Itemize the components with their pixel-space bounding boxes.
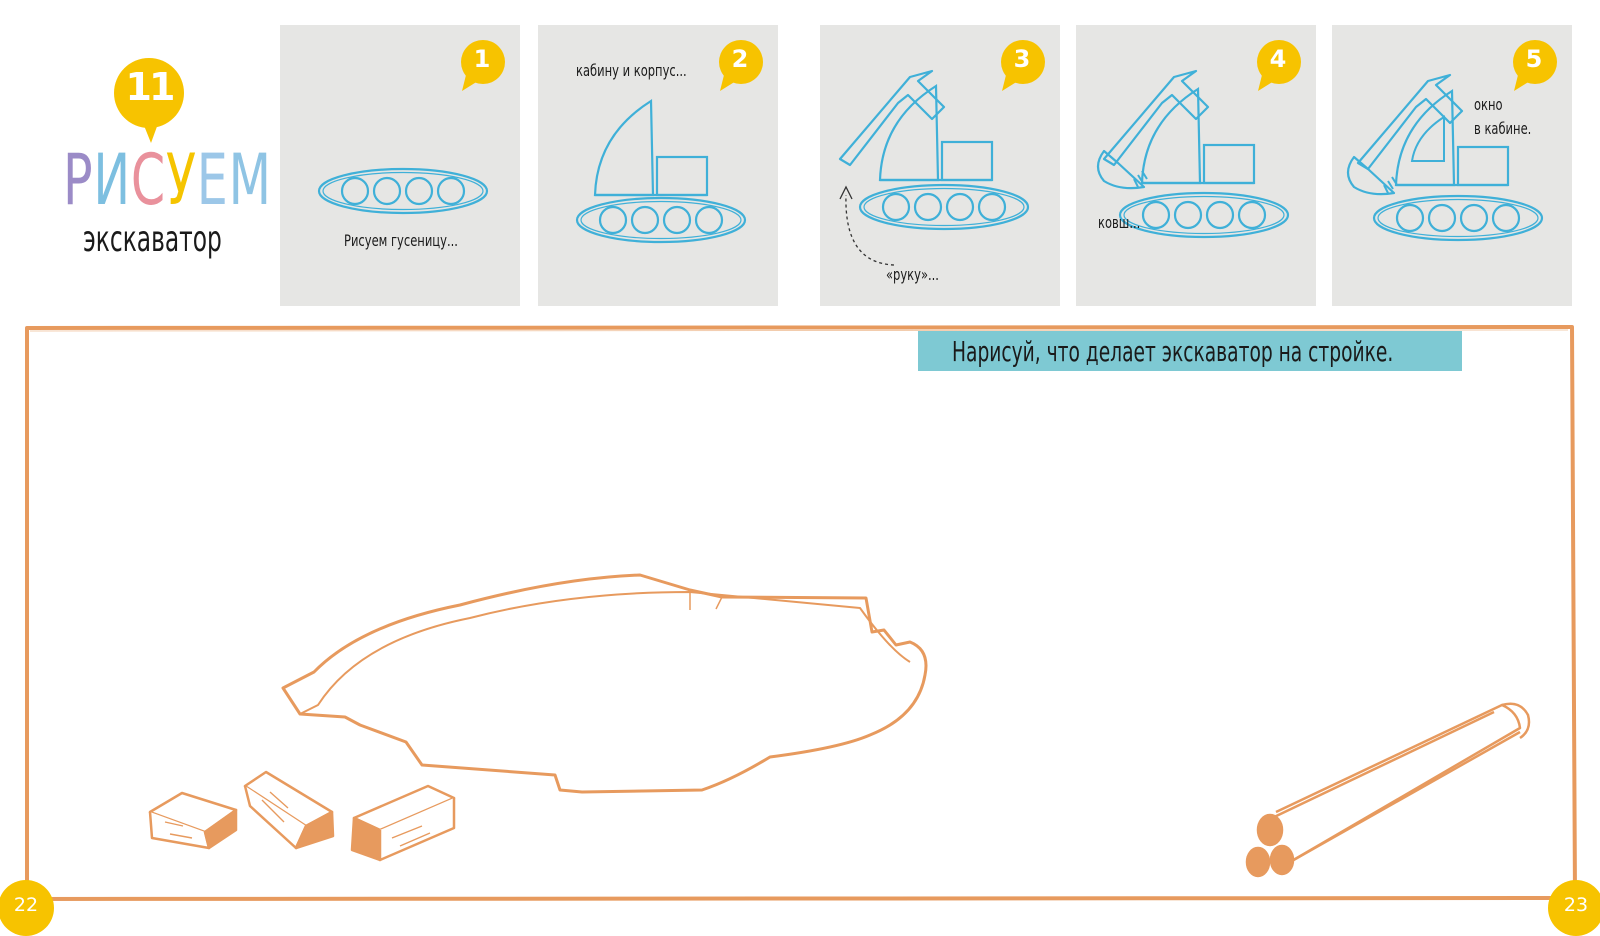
title-letter: Е: [196, 139, 229, 221]
logs: [1245, 702, 1531, 878]
step-3-drawing: [838, 69, 1030, 266]
step-number: 2: [731, 45, 749, 73]
step-caption: ковш...: [1098, 213, 1141, 232]
lesson-subtitle: экскаватор: [83, 219, 222, 260]
step-panel-1: 1 Рисуем гусеницу...: [280, 25, 520, 306]
lesson-title-block: 11 РИСУЕМ экскаватор: [55, 55, 271, 275]
lesson-title: РИСУЕМ: [63, 140, 272, 220]
page-number-right: 23: [1548, 880, 1600, 936]
step-caption-line-1: окно: [1474, 95, 1503, 114]
title-letter: У: [166, 139, 197, 221]
step-badge-4: 4: [1256, 39, 1302, 91]
lesson-number-bubble: 11: [113, 57, 185, 145]
step-5-drawing: [1346, 73, 1544, 242]
page-number-left: 22: [0, 880, 54, 936]
title-letter: Р: [63, 139, 94, 221]
step-panel-4: 4 ковш...: [1076, 25, 1316, 306]
page-number-text: 23: [1563, 894, 1589, 916]
step-number: 4: [1269, 45, 1287, 73]
step-caption: «руку»...: [886, 265, 939, 284]
step-number: 1: [473, 45, 491, 73]
step-caption-line-2: в кабине.: [1474, 119, 1532, 138]
step-badge-1: 1: [460, 39, 506, 91]
title-letter: М: [228, 139, 272, 221]
lesson-number: 11: [125, 65, 176, 109]
step-number: 3: [1013, 45, 1031, 73]
instruction-text: Нарисуй, что делает экскаватор на стройк…: [952, 335, 1394, 368]
step-panel-2: 2 кабину и корпус...: [538, 25, 778, 306]
step-badge-2: 2: [718, 39, 764, 91]
brick-3: [350, 784, 456, 862]
brick-1: [148, 791, 238, 850]
pit-outline: [281, 573, 928, 794]
step-panel-3: 3 «руку»...: [820, 25, 1060, 306]
step-badge-3: 3: [1000, 39, 1046, 91]
step-panel-5: 5 окно в кабине.: [1332, 25, 1572, 306]
step-caption: Рисуем гусеницу...: [344, 231, 458, 250]
title-letter: С: [130, 139, 167, 221]
step-caption: кабину и корпус...: [576, 61, 687, 80]
brick-2: [243, 770, 335, 850]
title-letter: И: [93, 139, 131, 221]
step-number: 5: [1525, 45, 1543, 73]
instruction-banner: Нарисуй, что делает экскаватор на стройк…: [918, 331, 1462, 371]
page-number-text: 22: [13, 894, 39, 916]
step-badge-5: 5: [1512, 39, 1558, 91]
